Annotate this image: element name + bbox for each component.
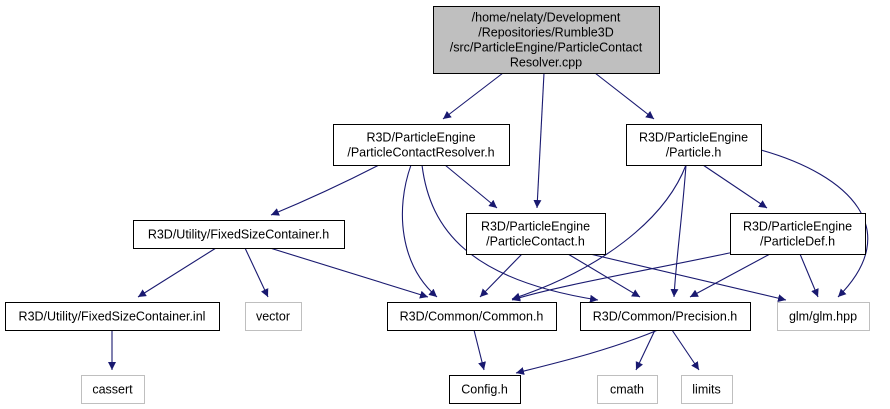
node-label-line: /Repositories/Rumble3D bbox=[478, 26, 613, 40]
edge-particle_h-to-glm-hpp bbox=[760, 149, 869, 298]
node-label-line: /Particle.h bbox=[666, 146, 722, 160]
edge-pdef_h-to-common-h bbox=[511, 251, 735, 302]
edge-pcr_h-to-common-h bbox=[401, 164, 438, 298]
node-pc-h[interactable]: R3D/ParticleEngine/ParticleContact.h bbox=[466, 213, 606, 255]
edge-pcr_h-to-fsc-h bbox=[270, 164, 380, 216]
node-box bbox=[777, 302, 870, 331]
node-label-line: limits bbox=[692, 383, 720, 397]
node-label-line: Config.h bbox=[461, 383, 508, 397]
edge-particle_h-to-common-h bbox=[511, 164, 687, 301]
node-label-line: R3D/ParticleEngine bbox=[366, 131, 475, 145]
node-fsc-inl[interactable]: R3D/Utility/FixedSizeContainer.inl bbox=[5, 302, 220, 331]
node-box bbox=[580, 302, 751, 331]
node-box bbox=[133, 220, 345, 249]
node-box bbox=[597, 375, 658, 404]
node-pcr-h[interactable]: R3D/ParticleEngine/ParticleContactResolv… bbox=[333, 124, 510, 166]
edge-root-to-particle-h bbox=[594, 72, 655, 120]
node-box bbox=[245, 302, 302, 331]
edge-fsc_h-to-common-h bbox=[269, 247, 429, 299]
node-label-line: Resolver.cpp bbox=[510, 56, 582, 70]
edge-fsc_h-to-fsc-inl bbox=[137, 247, 217, 298]
edge-root-to-pc-h bbox=[533, 72, 545, 209]
node-label-line: R3D/Common/Precision.h bbox=[593, 310, 738, 324]
node-box bbox=[81, 375, 145, 404]
edge-pdef_h-to-precision-h bbox=[689, 253, 771, 298]
edge-particle_h-to-precision-h bbox=[670, 164, 687, 298]
edge-root-to-pcr-h bbox=[442, 72, 504, 120]
node-label-line: R3D/ParticleEngine bbox=[743, 220, 852, 234]
edge-pdef_h-to-glm-hpp bbox=[799, 253, 819, 298]
node-label-line: vector bbox=[256, 310, 290, 324]
node-label-line: cassert bbox=[92, 383, 133, 397]
node-label-line: R3D/Common/Common.h bbox=[400, 310, 544, 324]
edge-pcr_h-to-pc-h bbox=[444, 164, 498, 209]
edge-pc_h-to-precision-h bbox=[567, 253, 641, 298]
edge-pc_h-to-common-h bbox=[479, 253, 523, 298]
node-label-line: /ParticleDef.h bbox=[760, 235, 835, 249]
edges-layer bbox=[108, 72, 869, 375]
node-cmath: cmath bbox=[597, 375, 658, 404]
node-box bbox=[466, 213, 606, 255]
node-box bbox=[387, 302, 557, 331]
node-label-line: /src/ParticleEngine/ParticleContact bbox=[450, 41, 643, 55]
node-label-line: /ParticleContact.h bbox=[486, 235, 585, 249]
node-box bbox=[333, 124, 510, 166]
node-common-h[interactable]: R3D/Common/Common.h bbox=[387, 302, 557, 331]
node-box bbox=[730, 213, 866, 255]
node-label-line: glm/glm.hpp bbox=[789, 310, 857, 324]
node-config-h[interactable]: Config.h bbox=[449, 375, 521, 404]
node-box bbox=[5, 302, 220, 331]
edge-precision_h-to-limits bbox=[671, 329, 700, 371]
node-box bbox=[626, 124, 762, 166]
edge-particle_h-to-pdef-h bbox=[702, 164, 768, 209]
edge-precision_h-to-config-h bbox=[515, 329, 659, 375]
node-pdef-h[interactable]: R3D/ParticleEngine/ParticleDef.h bbox=[730, 213, 866, 255]
node-precision-h[interactable]: R3D/Common/Precision.h bbox=[580, 302, 751, 331]
node-particle-h[interactable]: R3D/ParticleEngine/Particle.h bbox=[626, 124, 762, 166]
node-label-line: R3D/Utility/FixedSizeContainer.h bbox=[148, 228, 329, 242]
node-label-line: R3D/Utility/FixedSizeContainer.inl bbox=[19, 310, 206, 324]
node-vector: vector bbox=[245, 302, 302, 331]
node-label-line: R3D/ParticleEngine bbox=[639, 131, 748, 145]
nodes-layer: /home/nelaty/Development/Repositories/Ru… bbox=[5, 6, 870, 404]
edge-pcr_h-to-precision-h bbox=[421, 164, 599, 303]
node-box bbox=[449, 375, 521, 404]
node-box bbox=[433, 6, 660, 74]
edge-fsc_h-to-vector bbox=[244, 247, 269, 298]
edge-pc_h-to-glm-hpp bbox=[589, 253, 787, 303]
node-label-line: R3D/ParticleEngine bbox=[481, 220, 590, 234]
edge-precision_h-to-cmath bbox=[635, 329, 656, 371]
node-label-line: /home/nelaty/Development bbox=[472, 11, 621, 25]
node-box bbox=[681, 375, 733, 404]
node-glm-hpp: glm/glm.hpp bbox=[777, 302, 870, 331]
node-root: /home/nelaty/Development/Repositories/Ru… bbox=[433, 6, 660, 74]
node-label-line: /ParticleContactResolver.h bbox=[347, 146, 494, 160]
node-limits: limits bbox=[681, 375, 733, 404]
edge-common_h-to-config-h bbox=[473, 329, 486, 371]
node-label-line: cmath bbox=[610, 383, 644, 397]
node-fsc-h[interactable]: R3D/Utility/FixedSizeContainer.h bbox=[133, 220, 345, 249]
node-cassert: cassert bbox=[81, 375, 145, 404]
